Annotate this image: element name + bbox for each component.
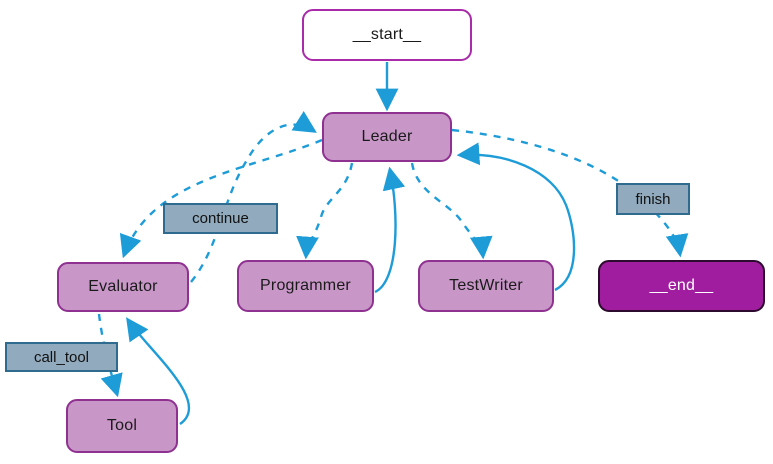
edge-leader-to-end: [451, 128, 689, 258]
edge-leader-to-testwriter: [410, 162, 493, 260]
edge-leader-to-programmer: [296, 162, 354, 260]
edge-tool-to-evaluator: [126, 317, 190, 425]
edge-evaluator-to-leader: [190, 111, 317, 283]
edge-programmer-to-leader: [374, 166, 406, 294]
edge-leader-to-evaluator: [119, 138, 323, 259]
edge-testwriter-to-leader: [456, 142, 576, 292]
edges-group: [97, 62, 689, 425]
edge-evaluator-to-tool: [97, 313, 123, 398]
